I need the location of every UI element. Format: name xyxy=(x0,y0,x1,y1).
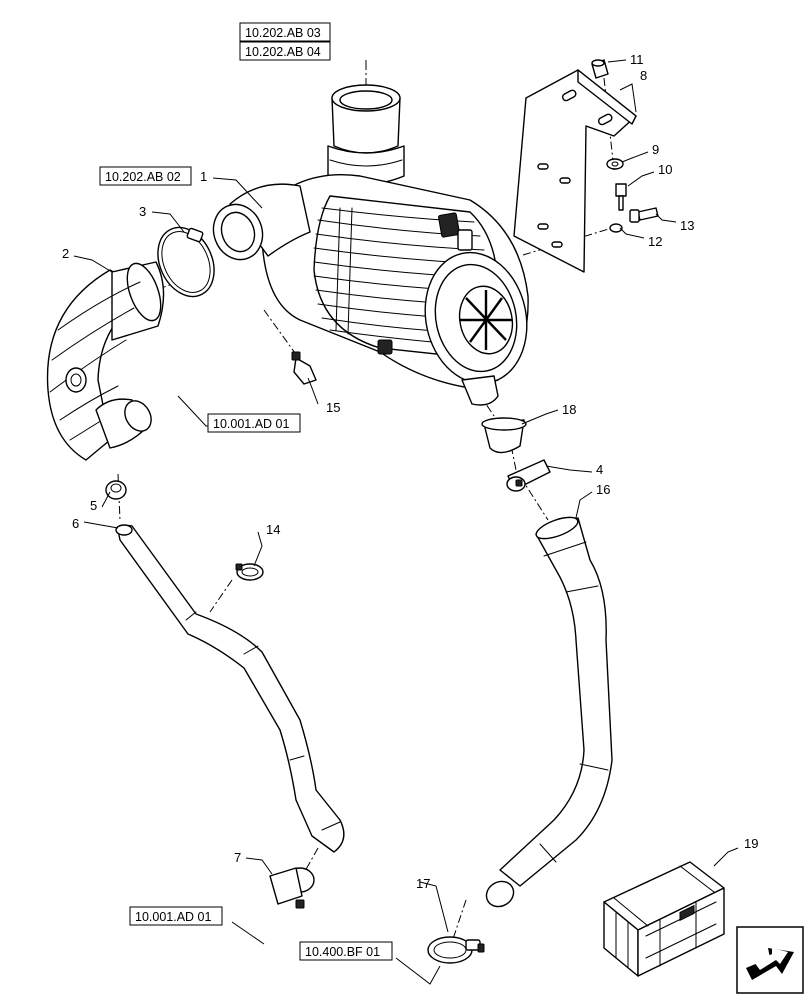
mounting-bracket xyxy=(513,69,637,273)
callout-16: 16 xyxy=(596,482,610,497)
intake-hose-2 xyxy=(46,261,165,461)
ref-text-ab03: 10.202.AB 03 xyxy=(245,26,321,40)
callout-15: 15 xyxy=(326,400,340,415)
hardware-fasteners xyxy=(591,59,659,233)
callout-1: 1 xyxy=(200,169,207,184)
hose-clamp-7 xyxy=(269,867,315,909)
ref-text-ab02: 10.202.AB 02 xyxy=(105,170,181,184)
callout-3: 3 xyxy=(139,204,146,219)
drain-hose-6 xyxy=(115,524,345,853)
callout-19: 19 xyxy=(744,836,758,851)
ref-text-ab04: 10.202.AB 04 xyxy=(245,45,321,59)
ref-text-bf01: 10.400.BF 01 xyxy=(305,945,380,959)
reference-label-ad01-upper: 10.001.AD 01 xyxy=(207,413,301,433)
callout-17: 17 xyxy=(416,876,430,891)
reference-label-ab04: 10.202.AB 04 xyxy=(239,41,331,61)
hose-clamp-14 xyxy=(235,563,264,581)
callout-4: 4 xyxy=(596,462,603,477)
callout-14: 14 xyxy=(266,522,280,537)
reference-label-ad01-lower: 10.001.AD 01 xyxy=(129,906,223,926)
hose-clamp-4 xyxy=(506,459,551,492)
hose-clamp-3 xyxy=(157,226,215,298)
callout-10: 10 xyxy=(658,162,672,177)
air-cleaner-housing xyxy=(212,84,529,406)
next-page-arrow-icon[interactable] xyxy=(736,926,804,994)
callout-12: 12 xyxy=(648,234,662,249)
callout-numbers: 1 2 3 4 5 6 7 8 9 10 11 12 13 14 15 16 1… xyxy=(62,52,758,891)
callout-2: 2 xyxy=(62,246,69,261)
callout-7: 7 xyxy=(234,850,241,865)
grommet-5 xyxy=(105,480,127,500)
callout-18: 18 xyxy=(562,402,576,417)
hose-16 xyxy=(485,516,613,908)
callout-13: 13 xyxy=(680,218,694,233)
shipping-crate-icon xyxy=(603,861,725,977)
dust-valve-18 xyxy=(481,417,527,454)
callout-6: 6 xyxy=(72,516,79,531)
callout-8: 8 xyxy=(640,68,647,83)
ref-text-ad01-lower: 10.001.AD 01 xyxy=(135,910,211,924)
callout-5: 5 xyxy=(90,498,97,513)
reference-label-ab03: 10.202.AB 03 xyxy=(239,22,331,42)
reference-label-bf01: 10.400.BF 01 xyxy=(299,941,393,961)
ref-text-ad01-upper: 10.001.AD 01 xyxy=(213,417,289,431)
hose-clamp-17 xyxy=(427,936,485,964)
callout-9: 9 xyxy=(652,142,659,157)
reference-label-ab02: 10.202.AB 02 xyxy=(99,166,192,186)
callout-11: 11 xyxy=(630,52,644,67)
restriction-sensor-15 xyxy=(291,351,317,385)
